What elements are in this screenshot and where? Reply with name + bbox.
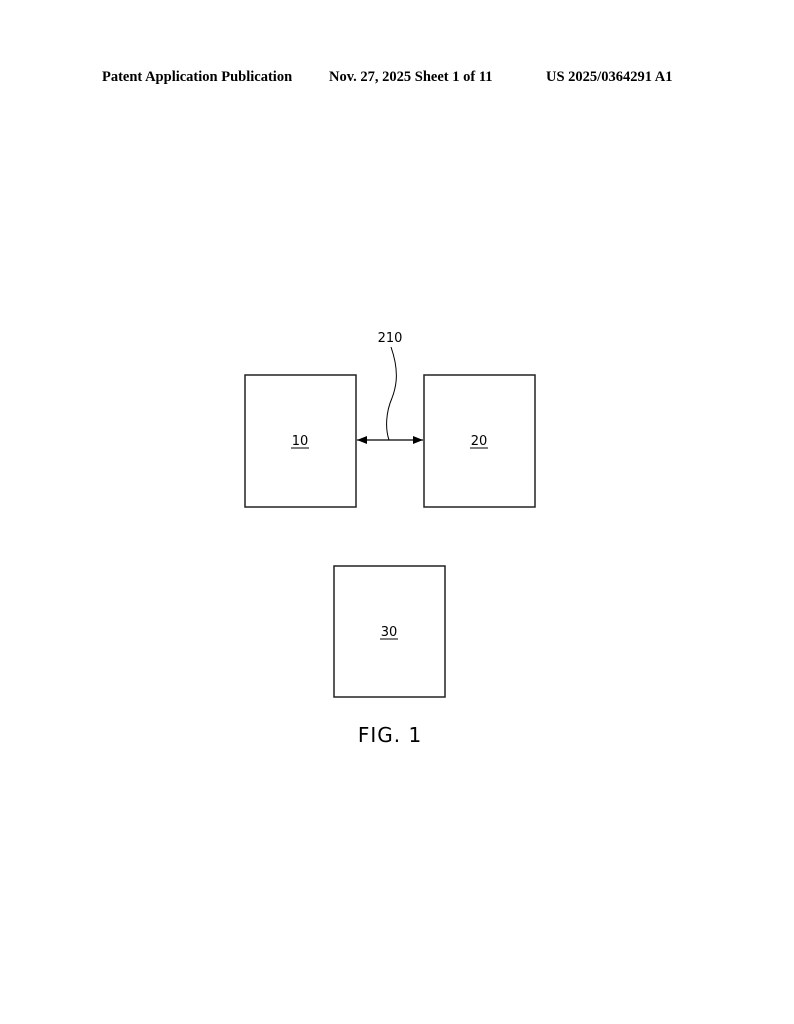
figure-caption: FIG. 1 [358, 723, 422, 747]
block-20-label: 20 [471, 434, 488, 449]
header-number: US 2025/0364291 A1 [546, 69, 673, 85]
block-30: 30 [333, 565, 446, 698]
header-publication: Patent Application Publication [102, 69, 293, 85]
header-date-sheet: Nov. 27, 2025 Sheet 1 of 11 [329, 69, 493, 85]
block-10-label: 10 [292, 434, 309, 449]
block-20: 20 [423, 374, 536, 508]
leader-line-210 [386, 346, 397, 441]
block-30-label: 30 [381, 625, 398, 640]
block-10: 10 [244, 374, 357, 508]
connector-label-210: 210 [378, 331, 403, 346]
